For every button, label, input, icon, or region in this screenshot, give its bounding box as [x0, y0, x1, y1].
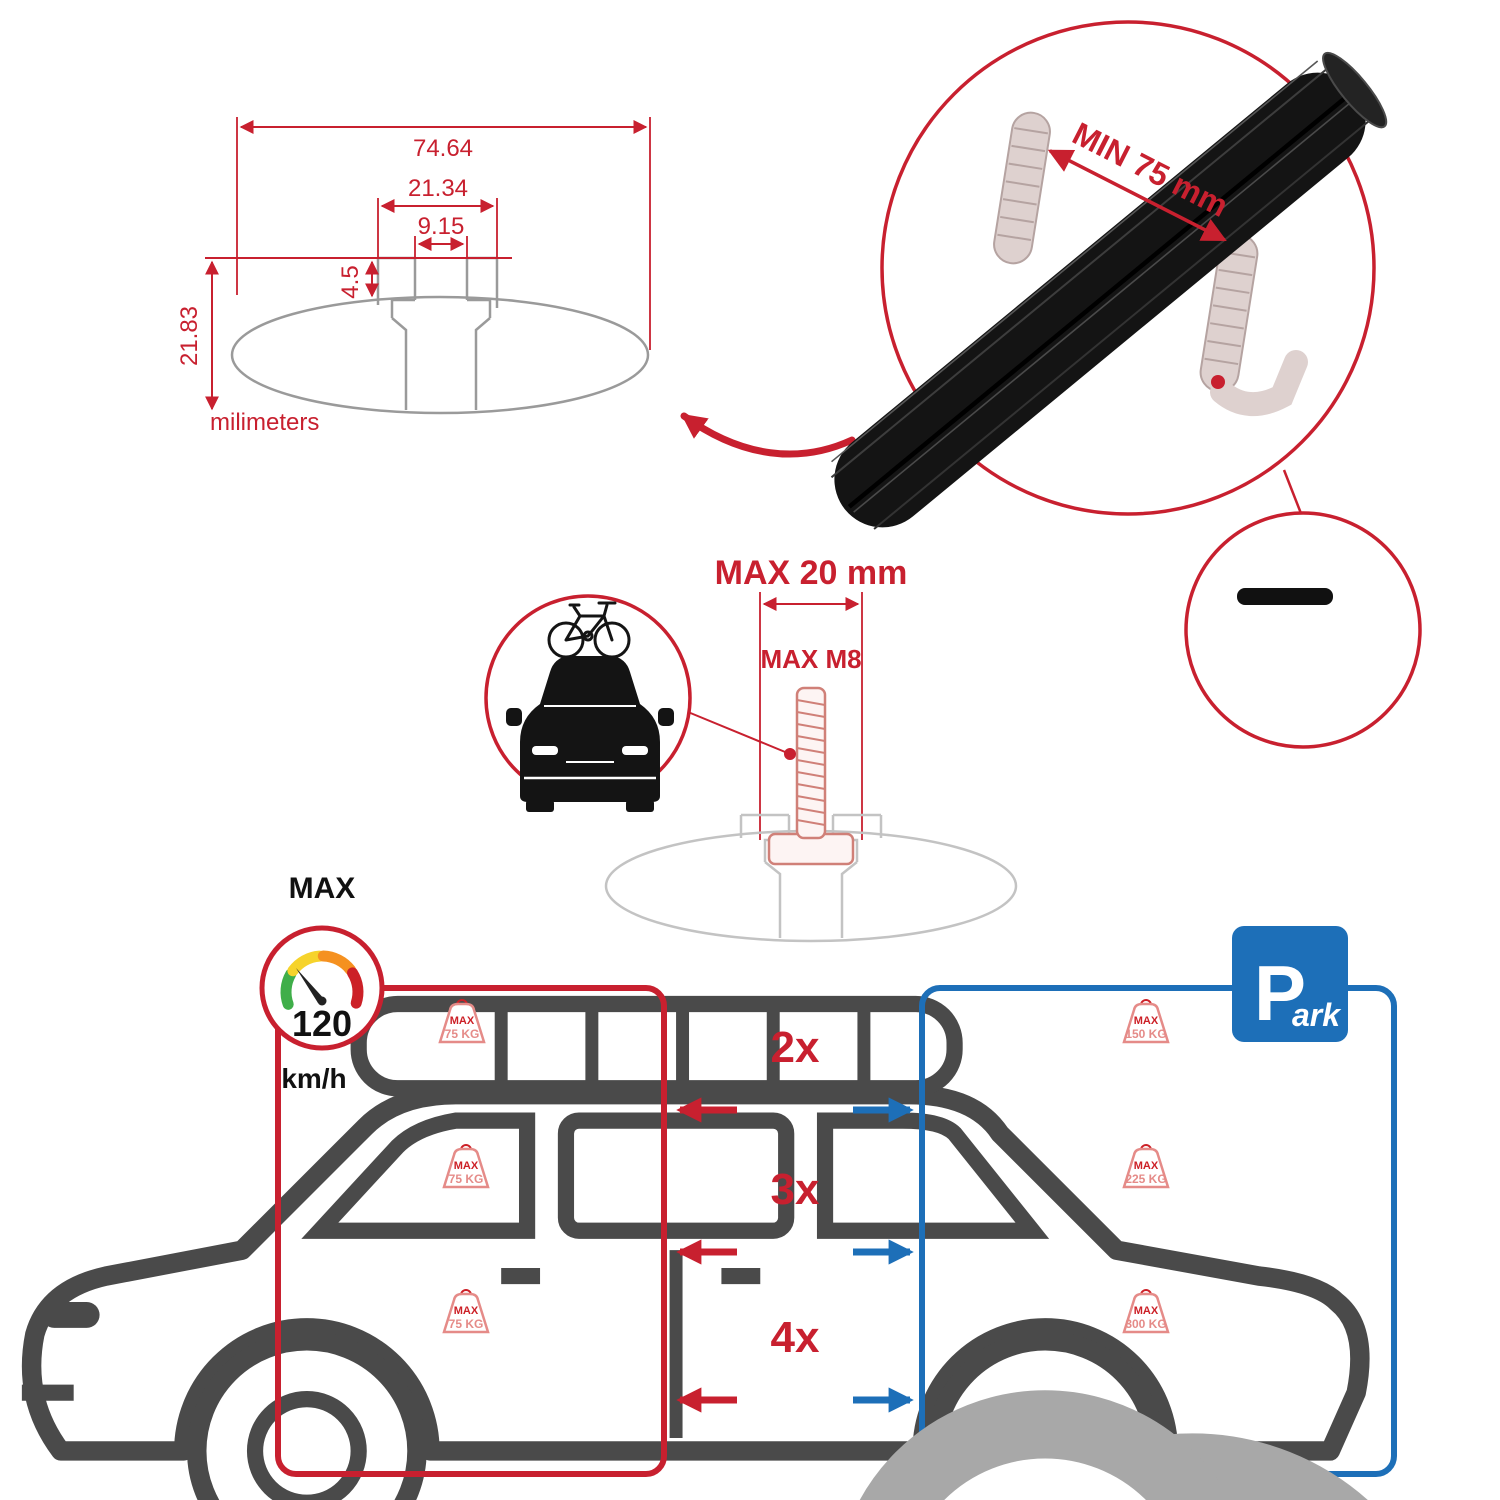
dim-outer-slot-value: 21.34	[408, 175, 468, 202]
speed-gauge: MAX 120 km/h	[259, 872, 385, 1094]
units-label: milimeters	[210, 409, 319, 436]
vehicle-roofbox-bubble	[22, 511, 1422, 1500]
load-weight: 150 KG	[1125, 1027, 1166, 1041]
load-weight: 75 KG	[449, 1172, 484, 1186]
load-tent: MAX 300 KG	[1122, 1289, 1170, 1334]
dimension-diagram: 74.64 21.34 9.15 4.5 21.83 milimeters	[176, 117, 651, 436]
count-label: 3x	[771, 1165, 820, 1214]
driving-cars: MAX 75 KG MAX 75 KG MAX 75 KG	[438, 999, 1500, 1500]
bolt-icon	[767, 686, 855, 866]
bolt-diagram: MAX 20 mm MAX M8	[484, 554, 1018, 943]
load-weight: 75 KG	[449, 1317, 484, 1331]
gauge-needle-icon	[296, 968, 326, 1003]
load-tag: MAX	[450, 1015, 475, 1027]
gauge-value: 120	[292, 1003, 352, 1044]
dim-opening-value: 9.15	[418, 213, 465, 240]
gauge-circle	[259, 925, 385, 1051]
load-tent: MAX 150 KG	[1122, 999, 1170, 1044]
parked-cars: MAX 150 KG MAX 225 KG MAX 300 KG	[1122, 999, 1170, 1334]
load-tag: MAX	[454, 1305, 479, 1317]
dim-extension-lines-outer-slot	[377, 198, 498, 258]
roofbox-icon	[1237, 588, 1333, 605]
load-weight: 225 KG	[1125, 1172, 1166, 1186]
load-tent: MAX 75 KG	[442, 1289, 490, 1334]
bolt-width-label: MAX 20 mm	[715, 554, 908, 592]
bolt-leader-dot	[784, 748, 796, 760]
dim-total-height-value: 21.83	[176, 306, 203, 366]
gauge-arc-icon	[280, 950, 364, 1010]
crossbar-detail: MIN 75 mm	[22, 20, 1422, 1500]
park-sign-square	[1232, 926, 1348, 1042]
dim-total-width-value: 74.64	[413, 135, 473, 162]
gauge-title: MAX	[289, 872, 356, 905]
profile-cross-section	[230, 256, 650, 415]
park-sign-letter: P	[1254, 949, 1306, 1037]
count-label: 4x	[771, 1313, 820, 1362]
load-tent: MAX 75 KG	[438, 999, 486, 1044]
car-front-icon	[506, 656, 674, 812]
dim-extension-lines-opening	[414, 236, 468, 258]
detail-pointer-arrow	[680, 412, 856, 458]
load-tag: MAX	[1134, 1160, 1159, 1172]
count-label: 2x	[771, 1023, 820, 1072]
bolt-extension-lines	[759, 592, 863, 840]
bike-icon	[547, 601, 631, 659]
bubble-connector-line	[1282, 469, 1304, 517]
park-sign-suffix: ark	[1292, 997, 1342, 1033]
load-tent: MAX 225 KG	[1122, 1144, 1170, 1189]
load-tag: MAX	[454, 1160, 479, 1172]
load-tag: MAX	[1134, 1305, 1159, 1317]
crossbar-render	[830, 51, 1388, 530]
load-weight: 75 KG	[445, 1027, 480, 1041]
park-sign: P ark	[1232, 926, 1348, 1042]
detail-circle	[880, 20, 1376, 516]
driving-box	[275, 985, 667, 1477]
load-tent: MAX 75 KG	[442, 1144, 490, 1189]
dim-opening-depth-value: 4.5	[337, 265, 364, 298]
load-weight: 300 KG	[1125, 1317, 1166, 1331]
load-tag: MAX	[1134, 1015, 1159, 1027]
clamp-point-marker	[1211, 375, 1225, 389]
car-with-bike-bubble	[484, 594, 692, 812]
bolt-thread-label: MAX M8	[760, 644, 861, 674]
clamp-icon	[993, 111, 1308, 417]
gauge-pivot	[317, 996, 327, 1006]
dim-extension-lines-total-width	[236, 117, 651, 350]
load-comparison: MAX 120 km/h P ark	[259, 872, 1500, 1500]
bolt-leader-line	[687, 711, 791, 755]
gauge-unit: km/h	[281, 1063, 346, 1094]
bar-count-rows: 2x 3x 4x	[676, 1023, 914, 1413]
